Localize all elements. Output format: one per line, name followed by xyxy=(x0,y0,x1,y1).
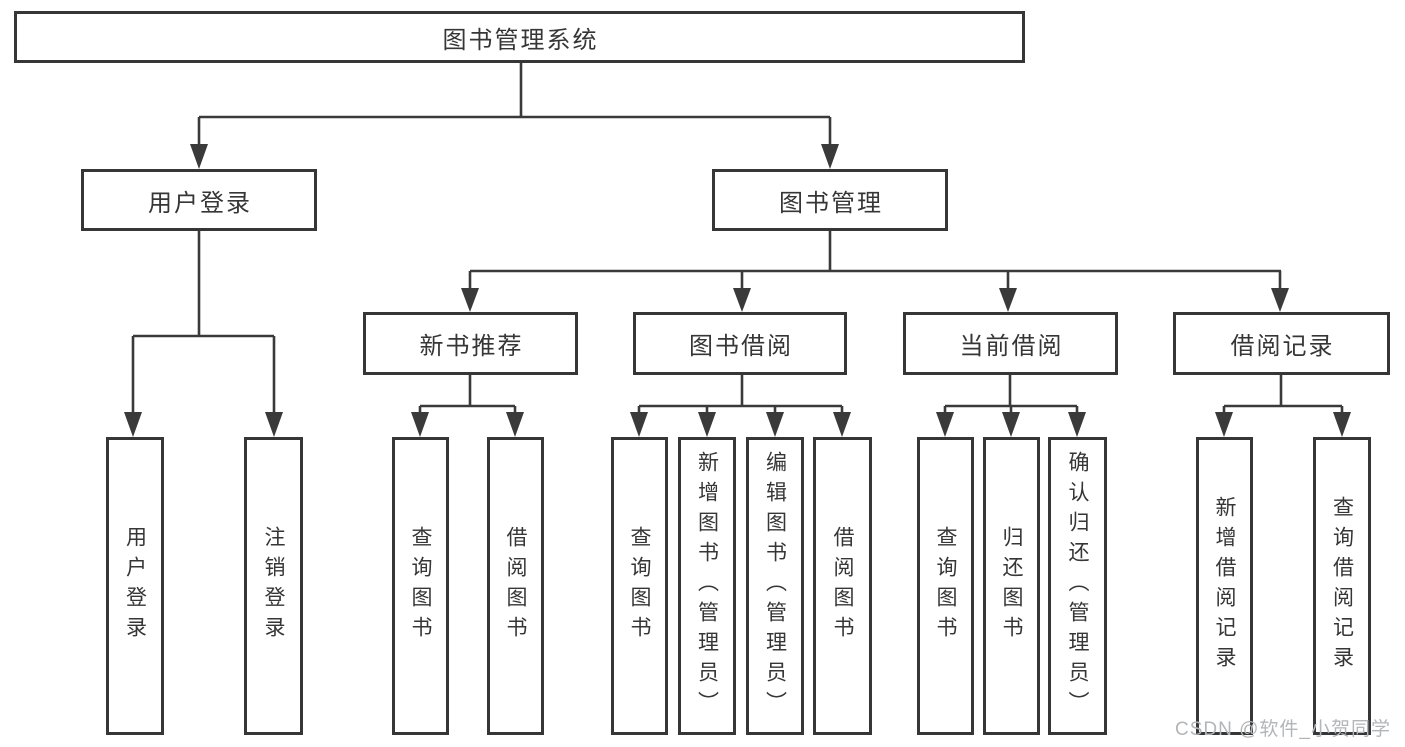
node-label: 借阅图书 xyxy=(504,526,527,646)
arrow-down-icon xyxy=(1002,412,1020,437)
node-label: 新增图书（管理员） xyxy=(695,451,719,721)
node-edit-book-admin: 编辑图书（管理员） xyxy=(746,437,804,735)
connector-book-management-children xyxy=(461,231,1289,312)
node-add-borrow-record: 新增借阅记录 xyxy=(1196,437,1253,735)
node-book-borrowing: 图书借阅 xyxy=(633,312,847,375)
node-return-books: 归还图书 xyxy=(983,437,1040,735)
node-query-books-borrowing: 查询图书 xyxy=(611,437,668,735)
node-add-book-admin: 新增图书（管理员） xyxy=(678,437,736,735)
arrow-down-icon xyxy=(821,144,839,169)
connector-user-login-children xyxy=(124,231,283,437)
watermark: CSDN @软件_小贺同学 xyxy=(1175,719,1391,740)
node-confirm-return-admin: 确认归还（管理员） xyxy=(1048,437,1107,735)
node-logout: 注销登录 xyxy=(244,437,303,735)
arrow-down-icon xyxy=(506,412,524,437)
arrow-down-icon xyxy=(124,412,142,437)
node-label: 查询图书 xyxy=(934,526,957,646)
node-query-books-recommend: 查询图书 xyxy=(392,437,449,735)
node-user-login-leaf: 用户登录 xyxy=(106,437,164,735)
node-query-borrow-record: 查询借阅记录 xyxy=(1313,437,1371,735)
node-label: 用户登录 xyxy=(123,526,147,646)
arrow-down-icon xyxy=(461,288,479,312)
node-borrow-books-borrowing: 借阅图书 xyxy=(813,437,872,735)
arrow-down-icon xyxy=(766,412,784,437)
node-label: 借阅图书 xyxy=(831,526,854,646)
node-query-books-current: 查询图书 xyxy=(917,437,974,735)
connector-book-borrowing-children xyxy=(630,375,851,437)
node-new-book-recommendation: 新书推荐 xyxy=(363,312,578,375)
connector-borrowing-records-children xyxy=(1215,375,1351,437)
node-label: 查询借阅记录 xyxy=(1330,496,1354,676)
node-label: 归还图书 xyxy=(1000,526,1023,646)
arrow-down-icon xyxy=(1215,412,1233,437)
arrow-down-icon xyxy=(265,412,283,437)
node-label: 注销登录 xyxy=(262,526,285,646)
arrow-down-icon xyxy=(698,412,716,437)
arrow-down-icon xyxy=(999,288,1017,312)
node-label: 查询图书 xyxy=(409,526,432,646)
node-borrow-books-recommend: 借阅图书 xyxy=(487,437,544,735)
node-label: 确认归还（管理员） xyxy=(1066,451,1089,721)
arrow-down-icon xyxy=(733,288,751,312)
node-current-borrowing: 当前借阅 xyxy=(903,312,1118,375)
connector-new-book-recommendation-children xyxy=(411,375,524,437)
arrow-down-icon xyxy=(190,144,208,169)
node-label: 查询图书 xyxy=(628,526,651,646)
node-library-management-system: 图书管理系统 xyxy=(14,11,1025,63)
node-label: 新增借阅记录 xyxy=(1213,496,1236,676)
arrow-down-icon xyxy=(1333,412,1351,437)
arrow-down-icon xyxy=(1271,288,1289,312)
arrow-down-icon xyxy=(1068,412,1086,437)
arrow-down-icon xyxy=(936,412,954,437)
arrow-down-icon xyxy=(630,412,648,437)
connector-current-borrowing-children xyxy=(936,375,1086,437)
node-book-management: 图书管理 xyxy=(712,169,948,231)
arrow-down-icon xyxy=(411,412,429,437)
node-label: 编辑图书（管理员） xyxy=(763,451,787,721)
connector-root-to-level2 xyxy=(190,63,839,169)
node-borrowing-records: 借阅记录 xyxy=(1173,312,1390,375)
arrow-down-icon xyxy=(833,412,851,437)
node-user-login: 用户登录 xyxy=(81,169,317,231)
